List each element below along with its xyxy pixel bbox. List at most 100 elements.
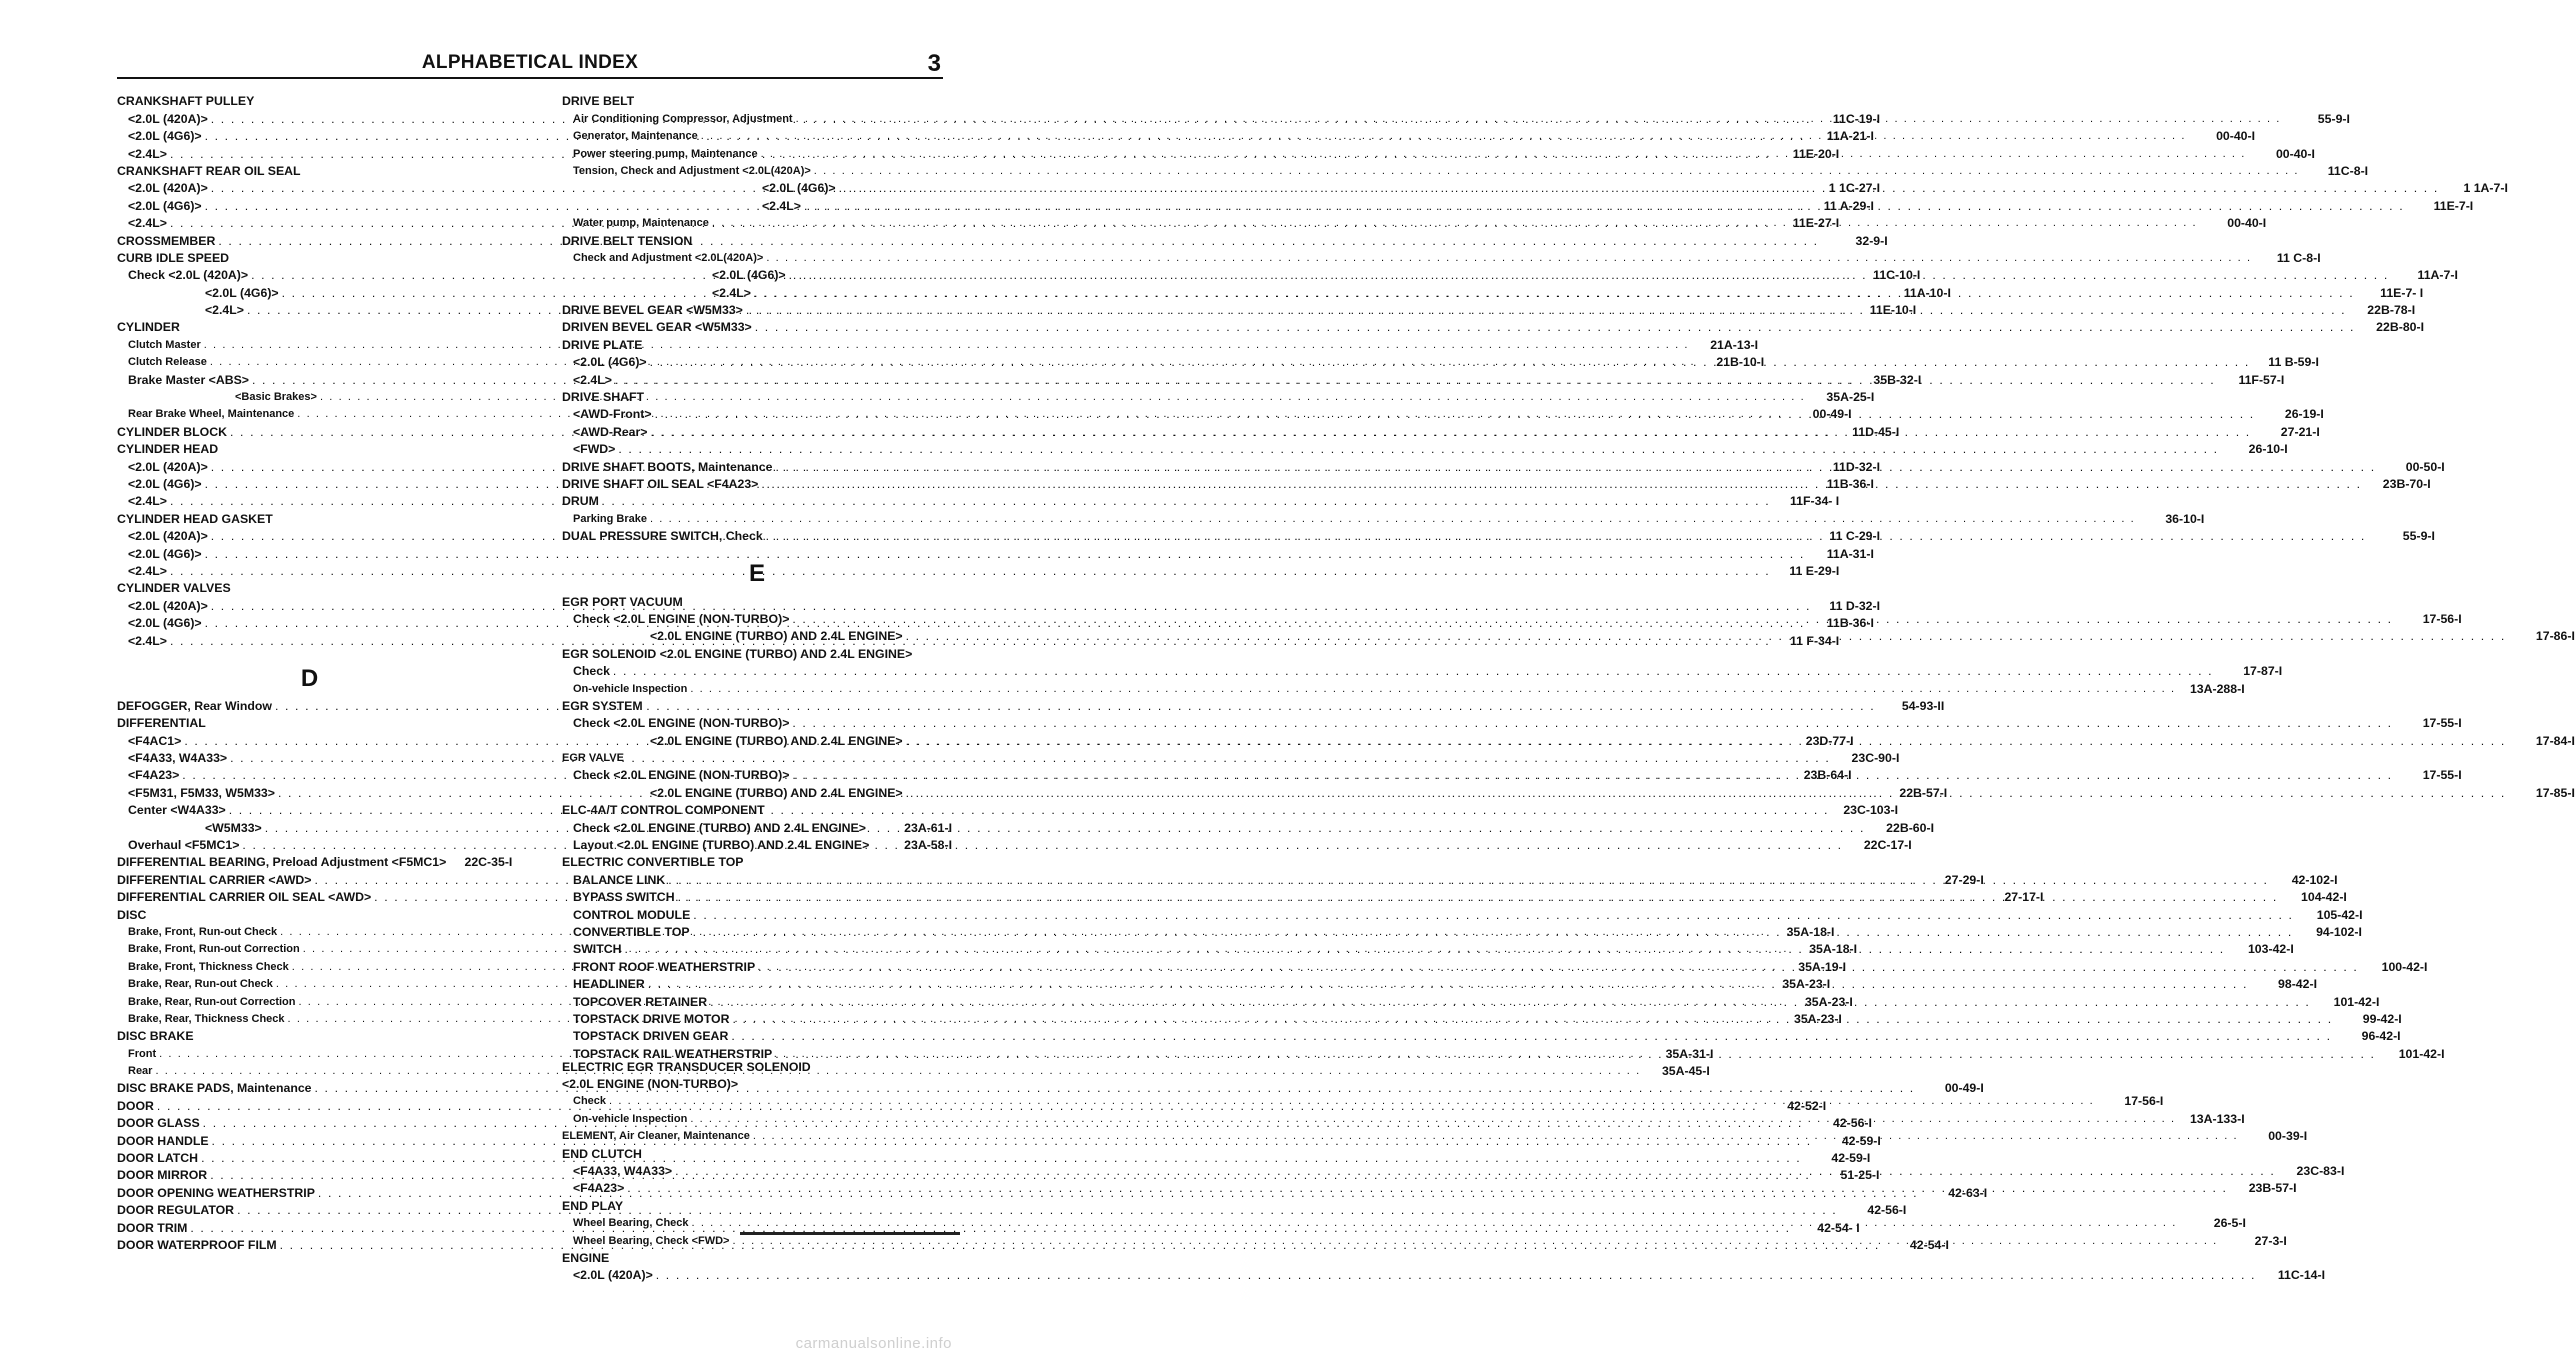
page-reference: 11F-34- I bbox=[1790, 494, 1840, 509]
entry-label: <2.0L (4G6)> bbox=[573, 355, 647, 370]
index-entry: DOOR REGULATOR42-56-I bbox=[117, 1201, 1906, 1218]
entry-label: DISC BRAKE PADS, Maintenance bbox=[117, 1081, 312, 1096]
dot-leader bbox=[811, 164, 2302, 179]
index-entry: BALANCE LINK42-102-I bbox=[562, 870, 2338, 887]
entry-label: BYPASS SWITCH bbox=[573, 890, 675, 905]
page-title: ALPHABETICAL INDEX bbox=[421, 52, 639, 73]
index-entry: Brake, Rear, Run-out Check35A-23-I bbox=[117, 975, 1830, 992]
page-reference: 54-93-II bbox=[1901, 698, 1945, 713]
dot-leader bbox=[675, 890, 2281, 905]
entry-label: <2.4L> bbox=[128, 216, 167, 231]
index-entry: <2.0L (4G6)>11A-7-I bbox=[562, 266, 2458, 283]
page-reference: 105-42-I bbox=[2316, 907, 2363, 922]
index-heading: CYLINDER bbox=[117, 318, 502, 335]
entry-label: DIFFERENTIAL CARRIER OIL SEAL <AWD> bbox=[117, 890, 372, 905]
entry-label: EGR PORT VACUUM bbox=[562, 594, 683, 609]
page-reference: 55-9-I bbox=[2317, 111, 2350, 126]
index-entry: <Basic Brakes> 35A-25-I bbox=[117, 388, 1874, 405]
entry-label: CYLINDER VALVES bbox=[117, 581, 231, 596]
index-entry: DRIVE BEVEL GEAR <W5M33>22B-78-I bbox=[562, 301, 2415, 318]
entry-label: DOOR WATERPROOF FILM bbox=[117, 1238, 277, 1252]
entry-label: DIFFERENTIAL bbox=[117, 716, 206, 731]
page-reference: 23B-70-I bbox=[2382, 476, 2431, 491]
index-entry: <2.0L (420A)>11C-19-I bbox=[117, 109, 1880, 126]
entry-label: <2.4L> bbox=[128, 146, 167, 161]
index-entry: Check <2.0L (420A)>11C-10-I bbox=[117, 266, 1920, 283]
index-entry: <2.0L (4G6)>11A-10-I bbox=[117, 283, 1951, 300]
entry-label: <2.0L ENGINE (TURBO) AND 2.4L ENGINE> bbox=[650, 785, 903, 800]
dot-leader bbox=[648, 425, 2254, 440]
index-heading: CRANKSHAFT REAR OIL SEAL bbox=[117, 162, 502, 179]
page-reference: 23C-90-I bbox=[1851, 751, 1900, 766]
index-entry: CONVERTIBLE TOP94-102-I bbox=[562, 923, 2362, 940]
entry-label: <2.4L> bbox=[573, 372, 612, 387]
index-heading: DRIVE PLATE bbox=[562, 335, 952, 352]
index-entry: TOPSTACK DRIVEN GEAR96-42-I bbox=[562, 1027, 2401, 1044]
entry-label: DRIVE SHAFT bbox=[562, 390, 644, 405]
entry-label: DRIVE PLATE bbox=[562, 337, 643, 352]
entry-label: CYLINDER bbox=[117, 320, 180, 335]
dot-leader bbox=[606, 1094, 2097, 1109]
entry-label: <F4A23> bbox=[128, 768, 180, 783]
dot-leader bbox=[728, 1029, 2334, 1044]
entry-label: <2.4L> bbox=[712, 285, 751, 300]
entry-label: Check <2.0L ENGINE (NON-TURBO)> bbox=[573, 716, 790, 731]
entry-label: <F4A33, W4A33> bbox=[128, 751, 228, 766]
page-reference: 35A-45-I bbox=[1661, 1064, 1710, 1079]
entry-label: ELECTRIC EGR TRANSDUCER SOLENOID bbox=[562, 1059, 811, 1074]
page-reference: 22C-35-I bbox=[464, 855, 513, 870]
entry-label: CURB IDLE SPEED bbox=[117, 250, 230, 265]
index-entry: Center <W4A33>23C-103-I bbox=[117, 801, 1898, 818]
entry-label: <2.4L> bbox=[762, 198, 801, 213]
entry-label: TOPCOVER RETAINER bbox=[573, 994, 708, 1009]
index-entry: TOPSTACK DRIVE MOTOR99-42-I bbox=[562, 1010, 2402, 1027]
index-entry: CONTROL MODULE105-42-I bbox=[562, 905, 2363, 922]
index-entry: Water pump, Maintenance00-40-I bbox=[562, 214, 2266, 231]
dot-leader bbox=[167, 494, 1773, 509]
index-entry: DOOR42-52-I bbox=[117, 1096, 1826, 1113]
entry-label: END PLAY bbox=[562, 1198, 624, 1213]
index-entry: <F4A23>23B-64-I bbox=[117, 766, 1852, 783]
entry-label: Check <2.0L ENGINE (NON-TURBO)> bbox=[573, 768, 790, 783]
dot-leader bbox=[167, 564, 1773, 579]
index-entry: <F5M31, F5M33, W5M33>22B-57-I bbox=[117, 783, 1947, 800]
entry-label: CONVERTIBLE TOP bbox=[573, 924, 690, 939]
dot-leader bbox=[317, 390, 1808, 405]
page-reference: 35A-25-I bbox=[1826, 390, 1875, 405]
entry-label: DOOR TRIM bbox=[117, 1220, 188, 1235]
entry-label: DRIVE BEVEL GEAR <W5M33> bbox=[562, 303, 743, 318]
entry-label: DOOR bbox=[117, 1098, 154, 1113]
index-entry: <2.4L>11 F-34-I bbox=[117, 631, 1839, 648]
index-entry: Check and Adjustment <2.0L(420A)>11 C-8-… bbox=[562, 249, 2321, 266]
index-entry: Wheel Bearing, Check <FWD>27-3-I bbox=[562, 1231, 2287, 1248]
index-entry: Overhaul <F5MC1>22C-17-I bbox=[117, 836, 1912, 853]
dot-leader bbox=[653, 1268, 2259, 1283]
index-entry: Check17-87-I bbox=[562, 662, 2282, 679]
dot-leader bbox=[672, 1164, 2278, 1179]
index-entry: Brake, Front, Run-out Check35A-18-I bbox=[117, 923, 1834, 940]
index-entry: Check17-56-I bbox=[562, 1092, 2163, 1109]
index-entry: DOOR HANDLE42-59-I bbox=[117, 1131, 1881, 1148]
dot-leader bbox=[689, 1216, 2180, 1231]
entry-label: EGR SOLENOID <2.0L ENGINE (TURBO) AND 2.… bbox=[562, 646, 913, 661]
entry-label: <Basic Brakes> bbox=[235, 391, 317, 404]
page-reference: 27-3-I bbox=[2254, 1233, 2287, 1248]
entry-label: CRANKSHAFT REAR OIL SEAL bbox=[117, 163, 301, 178]
dot-leader bbox=[647, 512, 2138, 527]
index-heading: <2.0L ENGINE (NON-TURBO)> bbox=[562, 1075, 952, 1092]
page-reference: 11E-7- I bbox=[2380, 285, 2424, 300]
page-reference: 23C-103-I bbox=[1843, 803, 1898, 818]
index-entry: HEADLINER98-42-I bbox=[562, 975, 2317, 992]
index-heading: DISC BRAKE bbox=[117, 1027, 502, 1044]
entry-label: <W5M33> bbox=[205, 820, 262, 835]
section-letter: E bbox=[748, 560, 765, 588]
index-entry: ELEMENT, Air Cleaner, Maintenance00-39-I bbox=[562, 1127, 2307, 1144]
page-reference: 23C-83-I bbox=[2296, 1164, 2345, 1179]
entry-label: DOOR GLASS bbox=[117, 1116, 200, 1131]
index-entry: Check <2.0L ENGINE (NON-TURBO)>17-56-I bbox=[562, 610, 2462, 627]
index-heading: ELECTRIC EGR TRANSDUCER SOLENOID bbox=[562, 1059, 952, 1075]
index-entry: <2.0L (420A)>11 C-29-I bbox=[117, 527, 1880, 544]
page-reference: 22B-60-I bbox=[1886, 820, 1934, 835]
page-reference: 17-84-I bbox=[2535, 733, 2575, 748]
